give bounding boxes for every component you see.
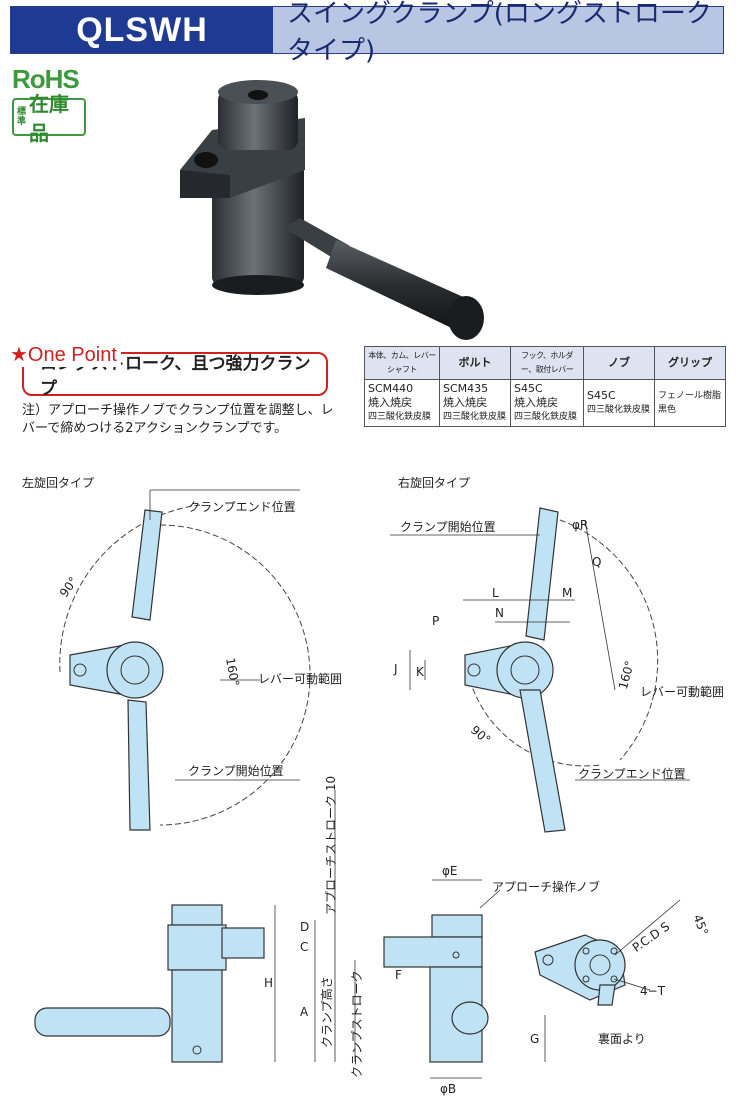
one-point-note: 注）アプローチ操作ノブでクランプ位置を調整し、レバーで締めつける2アクションクラ… (22, 403, 334, 436)
clamp-stroke-label: クランプストローク (350, 970, 364, 1078)
stock-badge: 標準 在庫品 (12, 92, 86, 145)
model-code: QLSWH (11, 7, 273, 53)
right-start-label: クランプ開始位置 (400, 520, 496, 534)
dim-n: N (495, 606, 504, 620)
dim-h: H (264, 976, 274, 990)
right-swing-view (390, 507, 690, 833)
tap-label: 4−T (640, 984, 666, 998)
material-header: グリップ (654, 346, 726, 380)
right-view-title: 右旋回タイプ (398, 476, 471, 490)
dim-l: L (492, 586, 499, 600)
left-start-label: クランプ開始位置 (188, 764, 284, 778)
stock-badge-big: 在庫品 (29, 92, 69, 145)
material-header: ボルト (439, 346, 511, 380)
material-header: 本体、カム、レバーシャフト (364, 346, 440, 380)
rohs-badge: RoHS (12, 64, 80, 94)
material-cell: フェノール樹脂黒色 (654, 379, 726, 427)
material-table: 本体、カム、レバーシャフト ボルト フック、ホルダー、取付レバー ノブ グリップ… (364, 346, 726, 427)
dim-c: C (300, 940, 309, 954)
right-end-label: クランプエンド位置 (578, 767, 686, 781)
left-range-label: レバー可動範囲 (258, 672, 343, 686)
dim-j: J (394, 662, 398, 676)
dim-m: M (562, 586, 573, 600)
side-elevation-right (314, 790, 546, 1079)
dim-phi-r: φR (572, 518, 589, 532)
dim-f: F (395, 968, 402, 982)
bottom-caption: 裏面より (598, 1032, 646, 1046)
right-range-label: レバー可動範囲 (640, 685, 725, 699)
dim-phi-b: φB (440, 1082, 457, 1096)
left-end-label: クランプエンド位置 (188, 500, 296, 514)
dim-k: K (416, 665, 424, 679)
left-swing-view (59, 489, 311, 831)
dim-d: D (300, 920, 310, 934)
dim-q: Q (592, 555, 602, 569)
material-header-row: 本体、カム、レバーシャフト ボルト フック、ホルダー、取付レバー ノブ グリップ (364, 346, 726, 380)
dim-a: A (300, 1005, 309, 1019)
dim-phi-e: φE (442, 864, 458, 878)
stock-badge-small: 標準 (16, 107, 26, 127)
approach-stroke-label: アプローチストローク 10 (324, 775, 338, 915)
material-header: フック、ホルダー、取付レバー (510, 346, 584, 380)
one-point-label: ★One Point (10, 342, 121, 367)
knob-label: アプローチ操作ノブ (492, 880, 601, 894)
side-elevation-left (34, 904, 276, 1063)
dim-g: G (530, 1032, 540, 1046)
left-view-title: 左旋回タイプ (22, 476, 95, 490)
clamp-height-label: クランプ高さ (320, 976, 334, 1048)
dim-p: P (432, 614, 440, 628)
bottom-view (534, 899, 681, 1006)
